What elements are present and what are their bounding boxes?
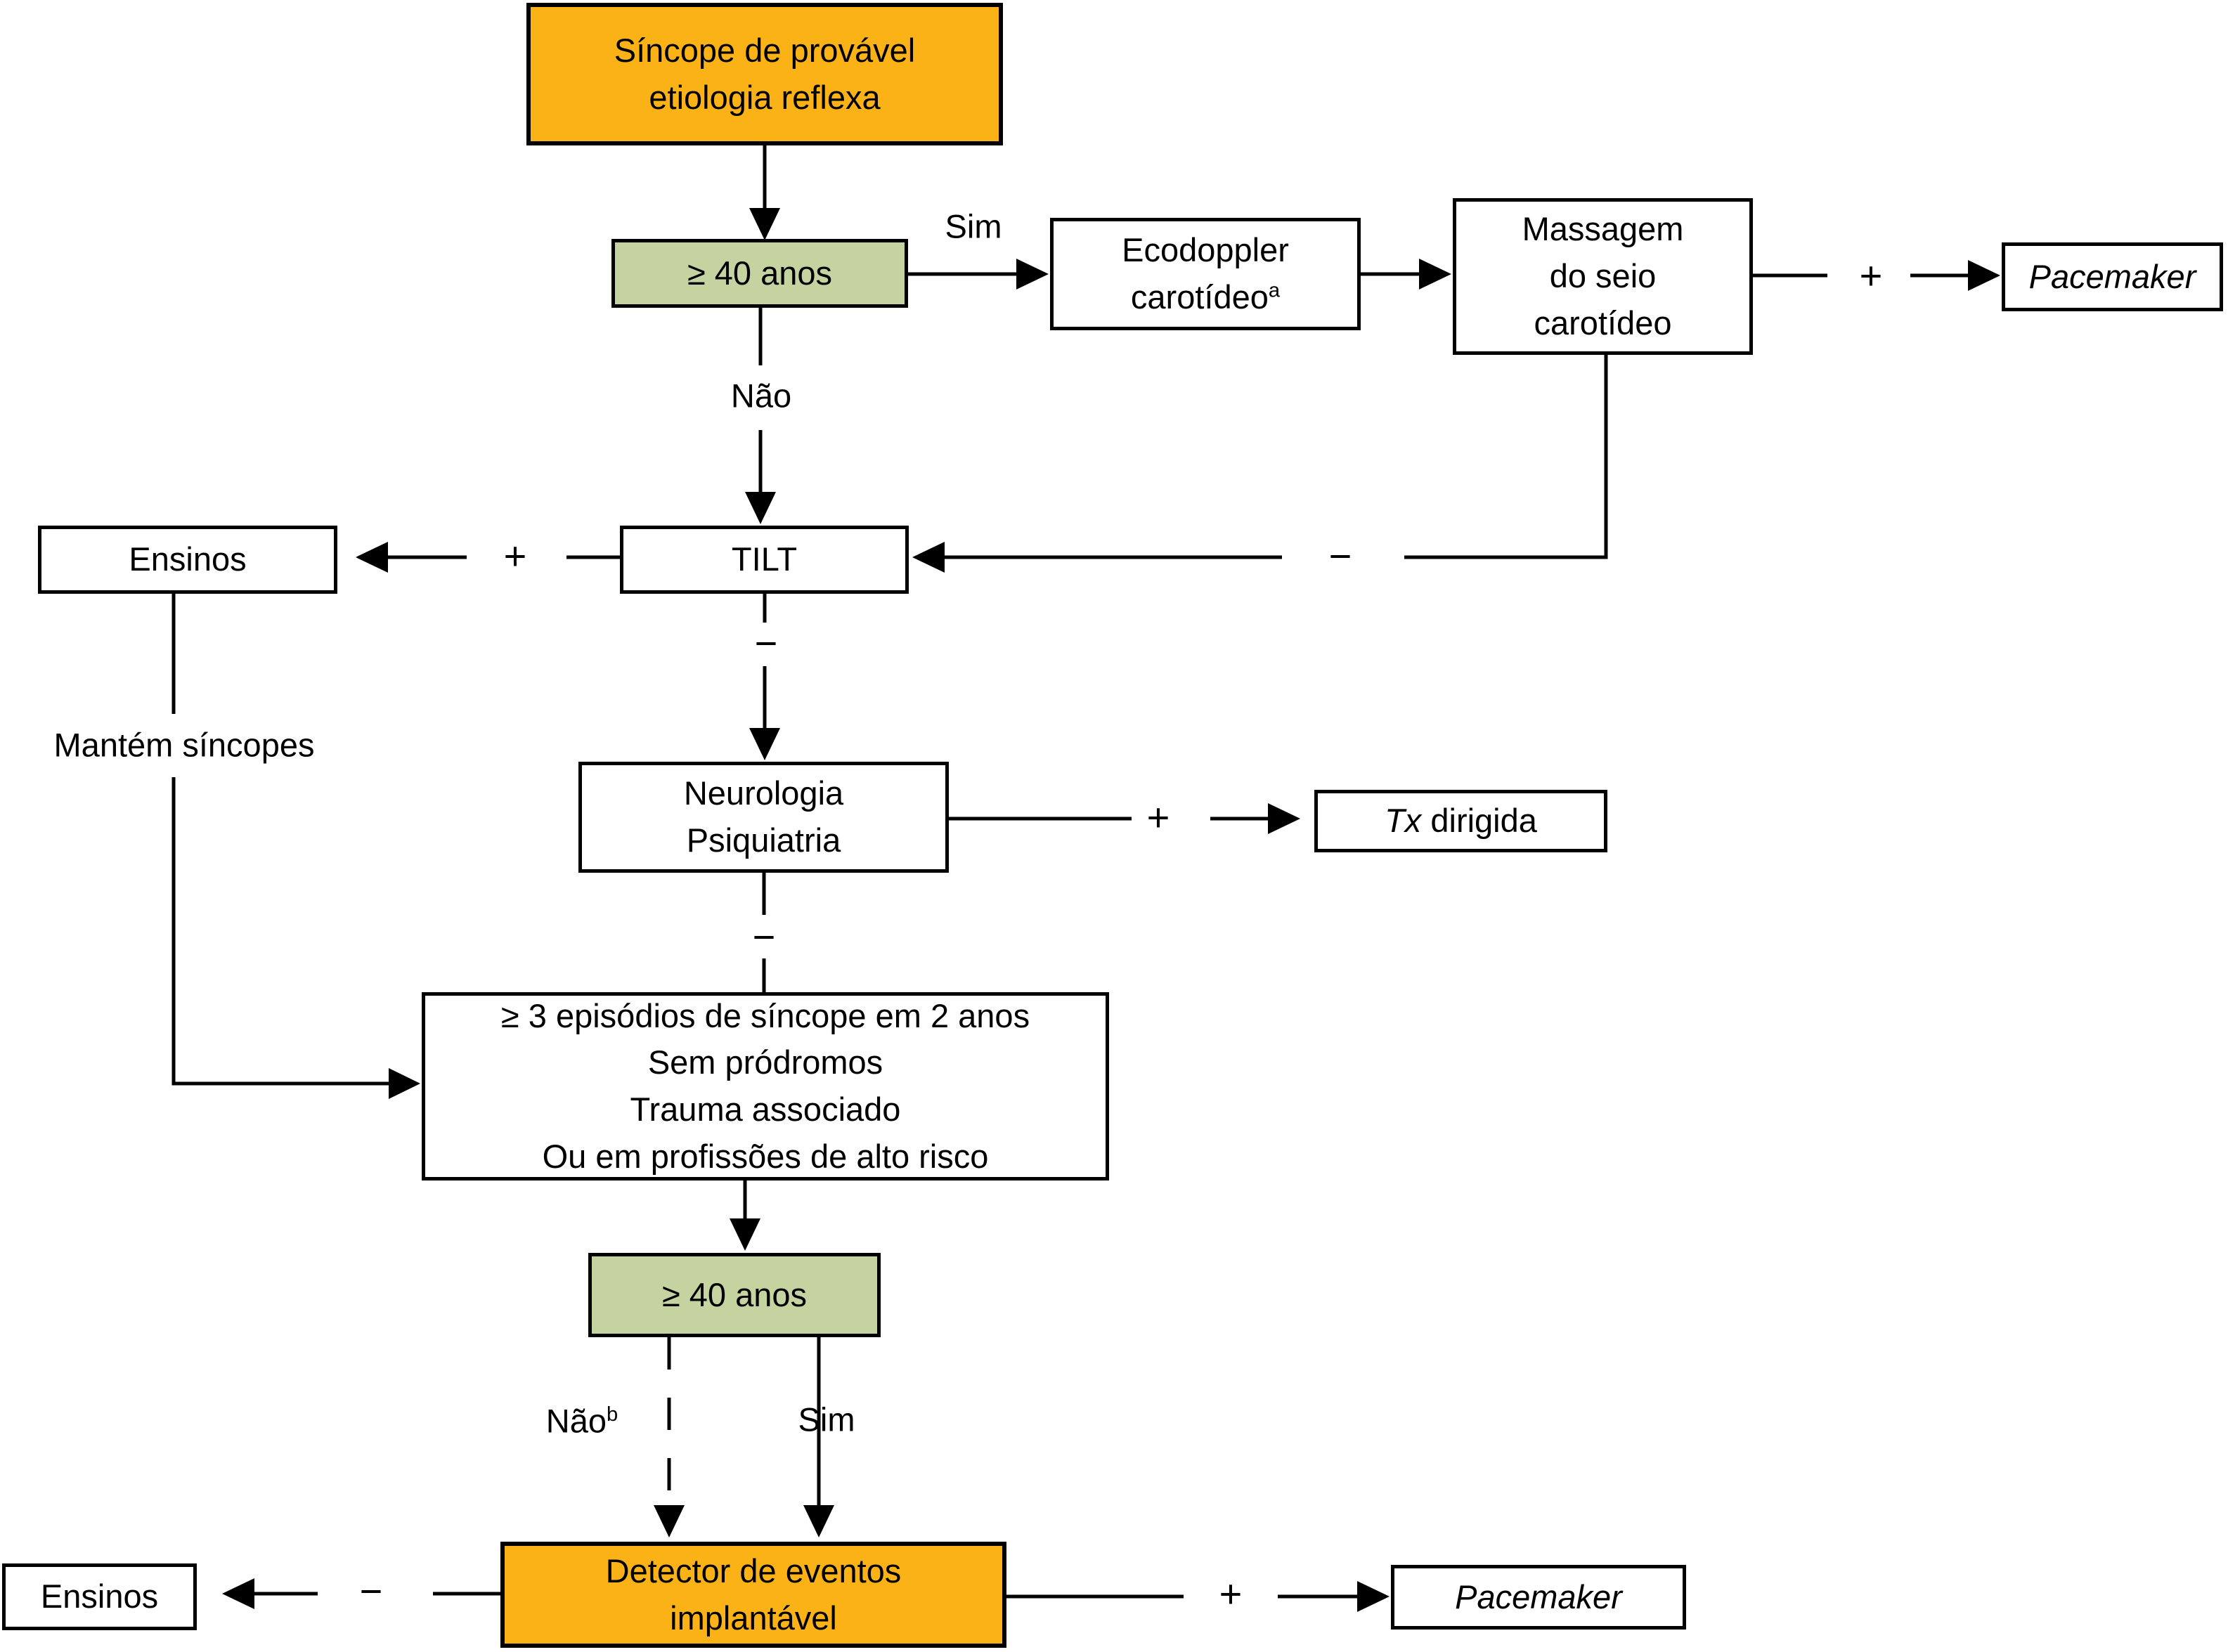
box-ensinos-left: Ensinos xyxy=(38,526,337,594)
box-detector-line1: Detector de eventos xyxy=(605,1552,902,1589)
box-criteria-line2: Sem pródromos xyxy=(647,1043,883,1081)
edge-ensinos-to-criteria xyxy=(171,594,420,1099)
edge-neurologia-to-tx xyxy=(949,803,1300,834)
edge-tilt-to-ensinos xyxy=(356,542,620,573)
edge-criteria-to-age40-bottom xyxy=(730,1181,760,1251)
label-minus-detector: − xyxy=(359,1568,383,1613)
box-ecodoppler-line2: carotídeoa xyxy=(1130,278,1281,316)
box-neurologia-psiquiatria: Neurologia Psiquiatria xyxy=(578,762,949,873)
box-pacemaker-bottom: Pacemaker xyxy=(1391,1565,1686,1630)
box-sincope-line1: Síncope de provável xyxy=(614,31,916,69)
box-tilt-text: TILT xyxy=(731,540,798,578)
box-age40-bottom-text: ≥ 40 anos xyxy=(661,1275,808,1313)
label-nao-top: Não xyxy=(730,377,792,415)
label-plus-tilt: + xyxy=(503,533,527,578)
label-minus-massagem: − xyxy=(1328,533,1352,578)
edge-tilt-to-neurologia xyxy=(749,594,780,760)
box-ensinos-bottom: Ensinos xyxy=(2,1563,197,1630)
edge-age40-nao-to-detector xyxy=(654,1337,685,1537)
box-detector-eventos: Detector de eventos implantável xyxy=(500,1542,1006,1648)
box-tx-dirigida-text: Tx dirigida xyxy=(1385,802,1537,840)
box-sincope-reflexa: Síncope de provável etiologia reflexa xyxy=(526,3,1003,145)
box-ensinos-bottom-text: Ensinos xyxy=(40,1578,159,1615)
label-minus-neurologia: − xyxy=(752,914,776,959)
edge-detector-to-pacemaker-bottom xyxy=(1006,1581,1390,1612)
label-nao-bottom: Nãob xyxy=(545,1402,618,1440)
box-massagem-line2: do seio xyxy=(1549,257,1657,295)
edge-detector-to-ensinos-bottom xyxy=(222,1578,500,1609)
box-massagem-line3: carotídeo xyxy=(1534,304,1672,342)
box-criteria-line1: ≥ 3 episódios de síncope em 2 anos xyxy=(500,996,1030,1034)
label-sim-bottom: Sim xyxy=(798,1400,855,1438)
box-neurologia-line2: Psiquiatria xyxy=(686,821,841,859)
label-minus-tilt: − xyxy=(754,620,778,665)
label-plus-neurologia: + xyxy=(1146,795,1170,840)
box-ensinos-left-text: Ensinos xyxy=(129,540,247,578)
edge-age40-to-ecodoppler xyxy=(908,259,1049,290)
box-criteria-line4: Ou em profissões de alto risco xyxy=(542,1137,989,1175)
box-sincope-line2: etiologia reflexa xyxy=(649,78,881,116)
box-ecodoppler-line1: Ecodoppler xyxy=(1122,231,1289,269)
footnote-b: b xyxy=(607,1403,618,1426)
box-age40-top: ≥ 40 anos xyxy=(611,239,908,308)
box-criteria: ≥ 3 episódios de síncope em 2 anos Sem p… xyxy=(422,992,1109,1181)
edge-age40-sim-to-detector xyxy=(803,1337,834,1537)
edge-ecodoppler-to-massagem xyxy=(1361,259,1451,290)
box-tx-dirigida: Tx dirigida xyxy=(1314,790,1607,852)
box-pacemaker-top-text: Pacemaker xyxy=(2028,257,2196,295)
box-massagem-seio-carotideo: Massagem do seio carotídeo xyxy=(1453,198,1753,355)
box-age40-top-text: ≥ 40 anos xyxy=(687,254,833,292)
box-criteria-line3: Trauma associado xyxy=(630,1091,901,1128)
label-sim-top: Sim xyxy=(945,207,1002,245)
edge-massagem-to-tilt xyxy=(912,355,1608,573)
edge-sincope-to-age40 xyxy=(749,145,780,240)
edge-massagem-to-pacemaker xyxy=(1753,260,2000,291)
box-detector-line2: implantável xyxy=(670,1599,837,1637)
box-pacemaker-bottom-text: Pacemaker xyxy=(1455,1578,1622,1615)
box-age40-bottom: ≥ 40 anos xyxy=(588,1253,881,1337)
box-pacemaker-top: Pacemaker xyxy=(2002,242,2223,311)
edge-age40-to-tilt xyxy=(745,308,776,524)
box-massagem-line1: Massagem xyxy=(1522,210,1684,248)
box-tilt: TILT xyxy=(620,526,909,594)
box-neurologia-line1: Neurologia xyxy=(683,774,844,812)
label-plus-carotid: + xyxy=(1859,253,1883,298)
label-plus-detector: + xyxy=(1219,1571,1243,1616)
footnote-a: a xyxy=(1268,279,1281,302)
label-mantem-sincopes: Mantém síncopes xyxy=(53,726,315,764)
box-ecodoppler: Ecodoppler carotídeoa xyxy=(1050,218,1361,330)
